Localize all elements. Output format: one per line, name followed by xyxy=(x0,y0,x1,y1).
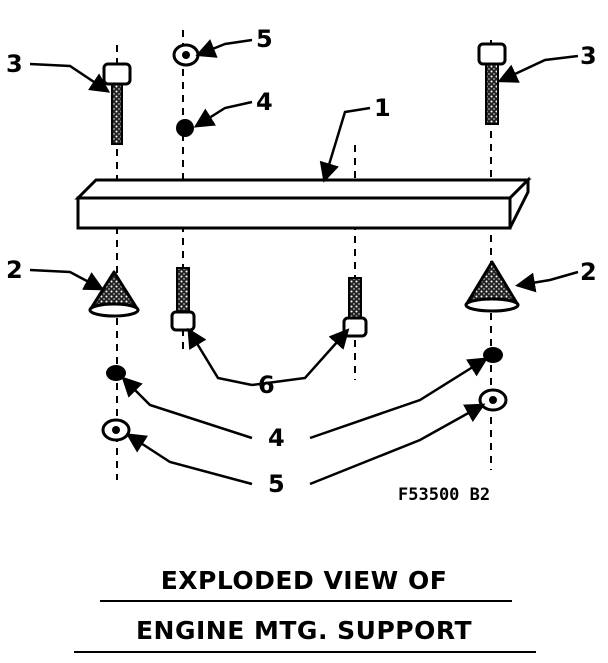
leader-lines xyxy=(29,38,579,486)
callout-2-left: 2 xyxy=(6,256,23,284)
callout-2-right: 2 xyxy=(580,258,597,286)
title-line-1: EXPLODED VIEW OF xyxy=(160,566,448,595)
callout-3-right: 3 xyxy=(580,42,597,70)
callout-3-left: 3 xyxy=(6,50,23,78)
nut-bottom-left xyxy=(101,418,131,442)
nut-top xyxy=(172,43,200,67)
callout-4-bottom: 4 xyxy=(268,424,285,452)
isolator-right xyxy=(464,260,520,313)
callout-6: 6 xyxy=(258,371,275,399)
washer-bottom-right xyxy=(483,347,503,363)
title-line-2: ENGINE MTG. SUPPORT xyxy=(135,616,473,645)
callout-5-top: 5 xyxy=(256,25,273,53)
title-underline-2 xyxy=(74,651,536,653)
figure-reference: F53500 B2 xyxy=(398,485,490,505)
stud-right xyxy=(342,277,368,338)
title-underline-1 xyxy=(100,600,512,602)
bolt-left xyxy=(102,62,132,145)
nut-bottom-right xyxy=(478,388,508,412)
callout-4-top: 4 xyxy=(256,88,273,116)
callout-5-bottom: 5 xyxy=(268,470,285,498)
washer-bottom-left xyxy=(106,365,126,381)
bolt-right xyxy=(477,42,507,125)
washer-top xyxy=(176,119,194,137)
engine-mount-bracket xyxy=(74,176,532,230)
stud-left xyxy=(170,267,196,332)
callout-1: 1 xyxy=(374,94,391,122)
isolator-left xyxy=(88,270,140,318)
